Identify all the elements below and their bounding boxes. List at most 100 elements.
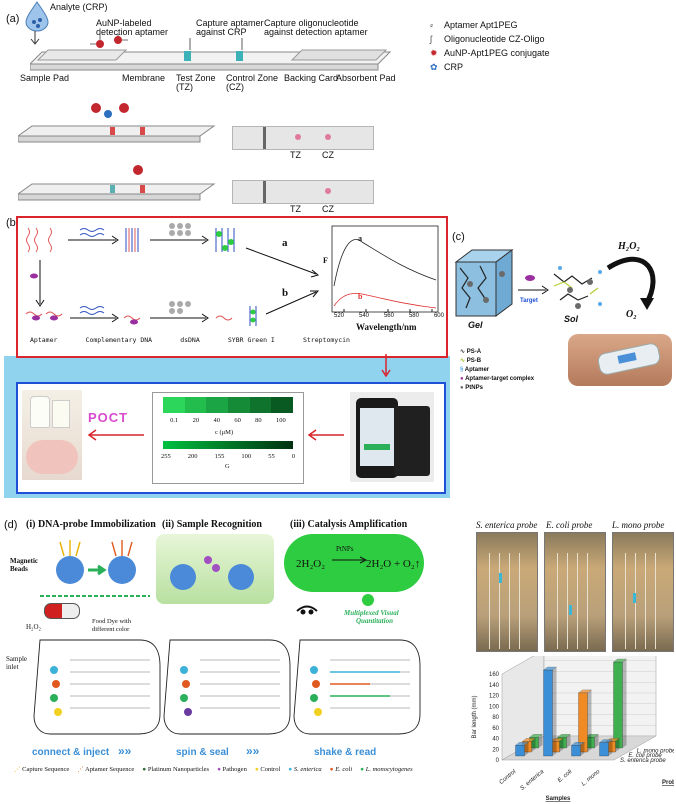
curve-a-label: a [358,234,362,243]
bar-top [529,734,543,738]
chevron-icon-2: »» [246,744,260,758]
bar-top [585,734,599,738]
bar [599,742,609,757]
bar-side [587,689,592,752]
aptamer-schematic [25,223,320,326]
lmono-icon: ● [360,766,366,773]
action-connect: connect & inject [32,747,110,758]
x-tick: 540 [358,313,369,319]
probe-photo-2 [544,532,606,652]
psb-icon: ∿ [460,358,467,364]
h2o2-small-label: H₂O₂ [26,623,41,631]
probe-photo-1 [476,532,538,652]
multiplexed-label: Multiplexed Visual [344,609,399,617]
legend-complementary: Complementary DNA [85,336,153,344]
scale-tick: 0 [291,453,295,460]
bar-side [580,742,585,756]
microfluidic-chips [33,639,421,735]
cz-result-1: CZ [322,150,334,160]
y-tick-label: 120 [489,694,500,700]
y-axis-label: Bar length (mm) [472,695,478,738]
analyte-label: Analyte (CRP) [50,2,108,12]
bar-side [531,738,536,752]
x-tick: 600 [433,313,444,319]
scale-tick: 200 [187,453,198,460]
legend-pathogen: ● Pathogen [217,766,247,773]
gel-label: Gel [468,320,483,330]
tz-abbr: (TZ) [176,82,193,92]
panel-b-legend: Aptamer Complementary DNA dsDNA SYBR Gre… [30,336,350,344]
scale-tick: 55 [268,453,275,460]
milk-image [22,390,82,480]
bar-top [522,738,536,742]
panel-d-legend: ⋰ Capture Sequence ⋰ Aptamer Sequence ● … [14,766,450,774]
scale-g: G [225,463,230,470]
legend-capture: ⋰ Capture Sequence [14,766,70,773]
y-tick-label: 20 [492,747,499,753]
scale-unit: c (μM) [215,429,234,436]
panel-c-label: (c) [452,231,465,243]
platinum-icon: ● [142,766,148,773]
fluorescence-plot [331,225,439,313]
smartphone-device [350,392,434,482]
scale-tick: 155 [214,453,225,460]
legend-complex: ● Aptamer-target complex [460,376,535,382]
reaction-arrow-icon [332,556,368,564]
panel-a-label: (a) [6,13,20,25]
scale-tick: 100 [241,453,252,460]
scale-tick: 255 [161,453,171,460]
bar-side [538,734,543,748]
strip-negative [18,165,216,201]
hydrogel-schematic [454,249,656,317]
analyte-drop-icon [25,1,49,32]
legend-psa: ∿ PS-A [460,349,482,355]
scale-bottom-ticks: 255 200 155 100 55 0 [161,453,295,460]
oligo-icon: ʃ [430,34,432,44]
probe-photo-label-2: E. coli probe [546,520,593,530]
x-tick: 580 [408,313,419,319]
y-tick-label: 80 [492,715,499,721]
chevron-icon-1: »» [118,744,132,758]
bar-top [599,739,613,743]
panel-d-label: (d) [4,519,18,531]
crp-icon: ✿ [430,62,438,72]
scale-tick: 60 [234,417,241,424]
drop-arrow-icon [30,31,40,45]
path-a-label: a [282,237,288,249]
pathogen-icon: ● [217,766,223,773]
aptamer-c-icon: § [460,367,465,373]
control-icon: ● [254,766,261,773]
panel-b-label: (b) [6,217,20,229]
y-tick-label: 0 [496,758,500,764]
control-zone-label: Control Zone [226,73,279,83]
bar-side [594,734,599,748]
lateral-flow-strip [30,34,392,71]
eye-icon [296,604,318,616]
panel-a: (a) Analyte (CRP) AuNP-labeled detection… [0,0,676,215]
backing-card-label: Backing Card [284,73,339,83]
tz-result-2: TZ [290,204,301,214]
left-arrow-icon [87,429,144,441]
legend-aptamer-seq: ⋰ Aptamer Sequence [77,766,135,773]
scale-tick: 0.1 [170,417,179,424]
scale-tick: 80 [255,417,262,424]
x-tick-row: 520 540 560 580 600 [334,313,444,319]
poct-label: POCT [88,410,129,425]
chart-back-wall [543,656,657,737]
series-label: L. mono probe [637,748,674,754]
cz-result-2: CZ [322,204,334,214]
path-b-label: b [282,287,289,299]
bar-top [557,734,571,738]
magnetic-label-2: Beads [10,565,28,573]
category-label: E. coli [557,769,574,785]
membrane-label: Membrane [122,73,166,83]
bubble-icon [362,594,374,606]
aunp-label: AuNP-labeled [96,18,152,28]
bar [515,745,525,757]
y-tick-label: 60 [492,726,499,732]
green-swatches [163,397,294,413]
food-dye-label-2: different color [92,626,130,633]
